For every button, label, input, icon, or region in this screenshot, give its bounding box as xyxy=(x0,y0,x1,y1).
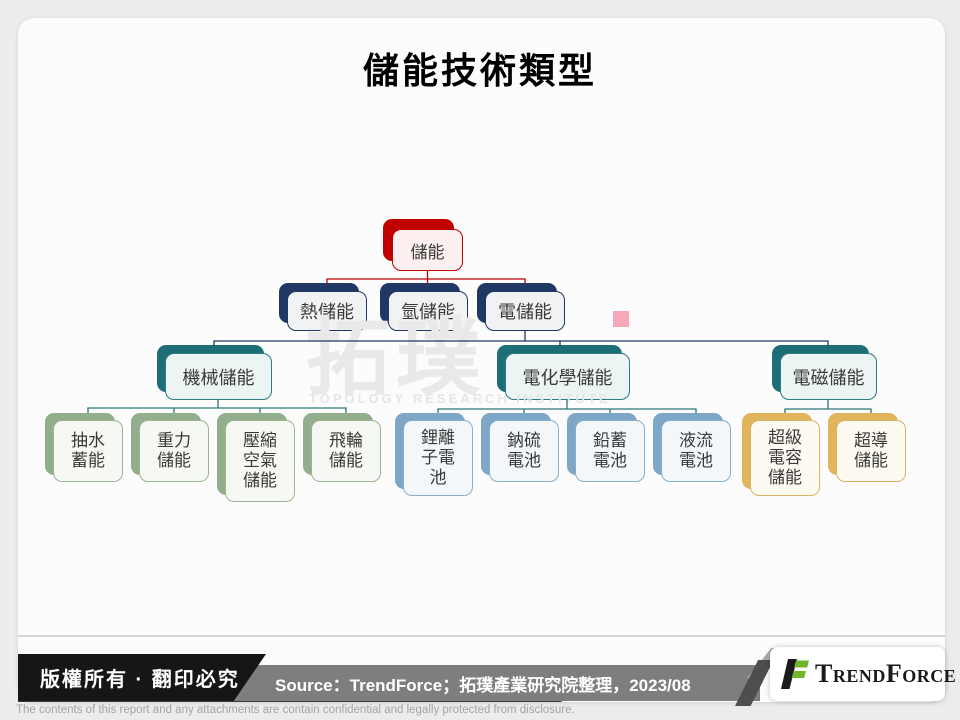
page-title: 儲能技術類型 xyxy=(362,51,597,91)
node-flywheel-storage: 飛輪儲能 xyxy=(303,413,381,482)
footer-divider-line xyxy=(18,635,945,637)
node-compressed-air: 壓縮空氣儲能 xyxy=(217,413,295,502)
node-electromagnetic-storage: 電磁儲能 xyxy=(772,345,877,400)
node-mechanical-storage: 機械儲能 xyxy=(157,345,272,400)
node-thermal-storage: 熱儲能 xyxy=(279,283,367,331)
source-text: Source：TrendForce；拓璞產業研究院整理，2023/08 xyxy=(275,675,691,695)
pink-marker-square xyxy=(613,311,629,327)
node-flow-battery: 液流電池 xyxy=(653,413,731,482)
source-bar: Source：TrendForce；拓璞產業研究院整理，2023/08 xyxy=(225,665,760,701)
node-electrochemical-storage: 電化學儲能 xyxy=(497,345,630,400)
disclaimer-text: The contents of this report and any atta… xyxy=(16,704,575,716)
node-supercapacitor-storage: 超級電容儲能 xyxy=(742,413,820,496)
copyright-bar: 版權所有 · 翻印必究 xyxy=(18,654,266,701)
node-energy-storage: 儲能 xyxy=(383,219,463,271)
node-pumped-hydro: 抽水蓄能 xyxy=(45,413,123,482)
trendforce-logo-text: TrendForce xyxy=(815,659,957,688)
node-lead-acid-battery: 鉛蓄電池 xyxy=(567,413,645,482)
node-sodium-sulfur-battery: 鈉硫電池 xyxy=(481,413,559,482)
node-hydrogen-storage: 氫儲能 xyxy=(380,283,468,331)
trendforce-logo-icon xyxy=(781,659,809,689)
node-gravity-storage: 重力儲能 xyxy=(131,413,209,482)
node-superconducting-storage: 超導儲能 xyxy=(828,413,906,482)
node-lithium-ion-battery: 鋰離子電池 xyxy=(395,413,473,496)
node-electrical-storage: 電儲能 xyxy=(477,283,565,331)
trendforce-logo: TrendForce xyxy=(770,647,956,701)
copyright-text: 版權所有 · 翻印必究 xyxy=(40,669,240,691)
